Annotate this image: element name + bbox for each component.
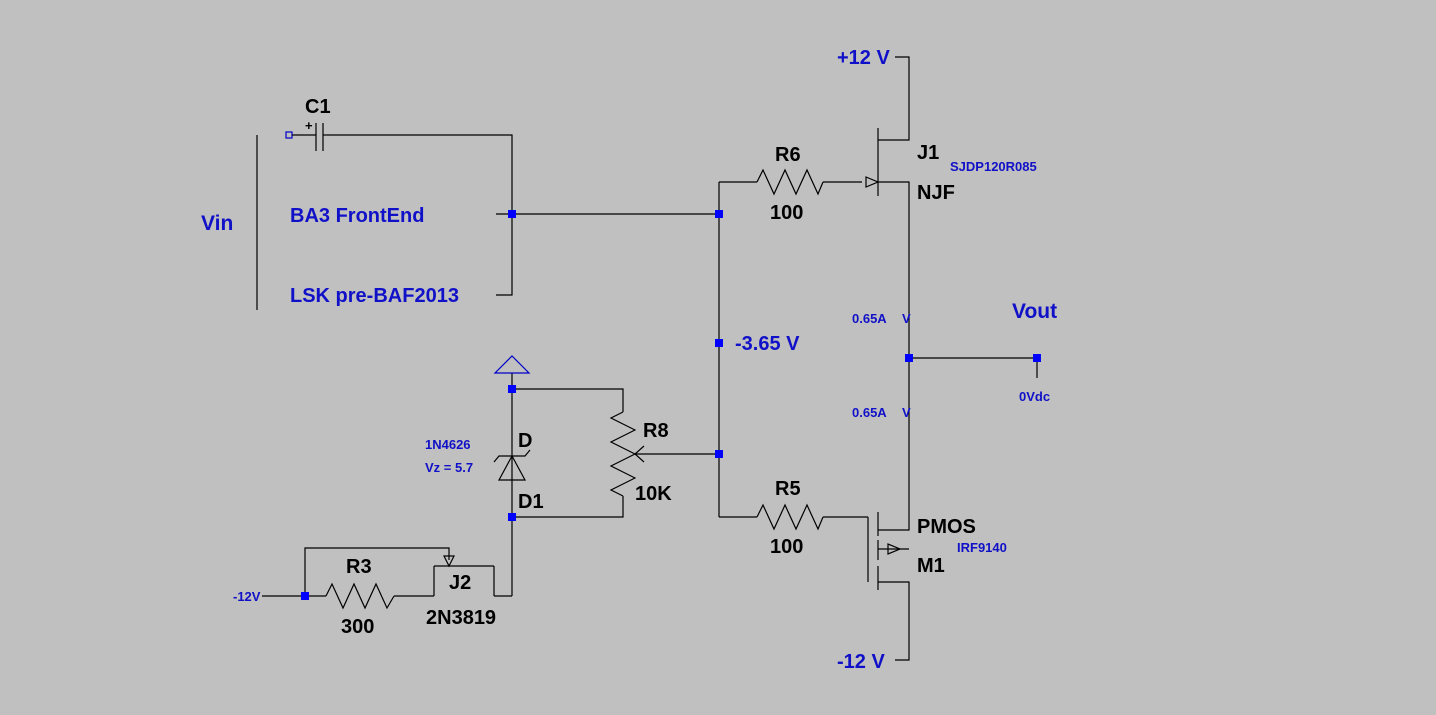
junction-dot xyxy=(905,354,913,362)
j1-ref: J1 xyxy=(917,142,939,164)
r8-ref: R8 xyxy=(643,420,669,442)
r3-ref: R3 xyxy=(346,556,372,578)
ground-icon xyxy=(493,355,531,374)
c1-ref: C1 xyxy=(305,96,331,118)
junction-dot xyxy=(715,339,723,347)
zener-vz-label: Vz = 5.7 xyxy=(425,460,473,475)
r6-value: 100 xyxy=(770,202,803,224)
c1-pin-icon xyxy=(285,131,293,139)
plus12-label: +12 V xyxy=(837,47,890,69)
mosfet-m1-icon[interactable] xyxy=(867,512,909,590)
capacitor-c1[interactable] xyxy=(285,123,327,151)
j1-model: SJDP120R085 xyxy=(950,159,1037,174)
wire-r8-bottom xyxy=(512,496,624,518)
j2-model: 2N3819 xyxy=(426,607,496,629)
junction-dot xyxy=(508,385,516,393)
minus12-label: -12 V xyxy=(837,651,885,673)
minus12v-small-label: -12V xyxy=(233,589,261,604)
junction-dot xyxy=(301,592,309,600)
zero-vdc-label: 0Vdc xyxy=(1019,389,1050,404)
lsk-label: LSK pre-BAF2013 xyxy=(290,285,459,307)
wire-j1-drain xyxy=(878,56,910,141)
wire-j2-gate xyxy=(304,547,450,596)
resistor-r5-icon[interactable] xyxy=(756,503,824,531)
r8-value: 10K xyxy=(635,483,672,505)
vin-label: Vin xyxy=(201,212,233,235)
jfet-j2-icon[interactable] xyxy=(433,555,495,596)
vout-label: Vout xyxy=(1012,300,1057,323)
j1-type: NJF xyxy=(917,182,955,204)
j2-ref: J2 xyxy=(449,572,471,594)
junction-dot xyxy=(715,450,723,458)
d1-type: D xyxy=(518,430,532,452)
junction-dot xyxy=(715,210,723,218)
current-top-label: 0.65A xyxy=(852,311,887,326)
m1-ref: M1 xyxy=(917,555,945,577)
resistor-r3-icon[interactable] xyxy=(325,582,395,610)
junction-dot xyxy=(1033,354,1041,362)
current-bottom-label: 0.65A xyxy=(852,405,887,420)
m1-model: IRF9140 xyxy=(957,540,1007,555)
r5-value: 100 xyxy=(770,536,803,558)
m1-type: PMOS xyxy=(917,516,976,538)
frontend-label: BA3 FrontEnd xyxy=(290,205,424,227)
jfet-j1-icon[interactable] xyxy=(865,128,880,196)
wire-output-rail xyxy=(878,181,910,531)
junctions xyxy=(301,210,1041,600)
minus365-label: -3.65 V xyxy=(735,333,800,355)
c1-plus: + xyxy=(305,118,313,133)
r3-value: 300 xyxy=(341,616,374,638)
r6-ref: R6 xyxy=(775,144,801,166)
zener-d1-icon[interactable] xyxy=(493,438,531,492)
resistor-r6-icon[interactable] xyxy=(756,168,824,196)
current-top-arrow: V xyxy=(902,311,911,326)
wire-m1-drain xyxy=(878,581,910,661)
d1-ref: D1 xyxy=(518,491,544,513)
r5-ref: R5 xyxy=(775,478,801,500)
current-bottom-arrow: V xyxy=(902,405,911,420)
potentiometer-r8-icon[interactable] xyxy=(609,411,645,497)
zener-part-label: 1N4626 xyxy=(425,437,471,452)
junction-dot xyxy=(508,513,516,521)
wire-r8-top xyxy=(512,388,624,412)
junction-dot xyxy=(508,210,516,218)
